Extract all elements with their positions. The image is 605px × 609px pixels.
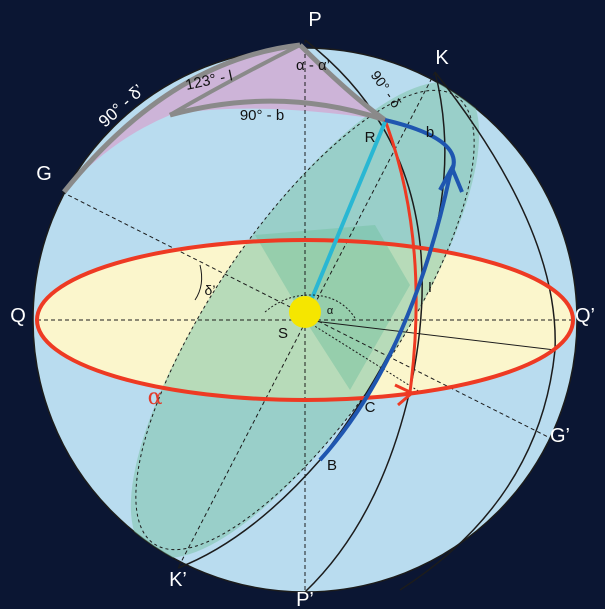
label-s: S <box>278 325 288 342</box>
arc-90-b <box>169 98 386 123</box>
label-b-arc: b <box>426 124 434 141</box>
label-b-point: B <box>327 457 337 474</box>
arc-90-delta <box>298 43 387 123</box>
label-g-prime: G’ <box>550 425 570 447</box>
radius-to-edge <box>304 319 556 351</box>
celestial-equator <box>35 238 575 402</box>
ecliptic-wedge <box>255 225 410 390</box>
alpha-angle-mark <box>264 294 356 319</box>
arc-123-l <box>168 43 301 117</box>
label-arc-alpha-diff: α - α’ <box>296 57 330 74</box>
label-k-prime: K’ <box>169 569 187 591</box>
ecliptic-axis-line <box>177 71 436 569</box>
label-arc-90-b: 90° - b <box>240 107 284 124</box>
label-alpha-small: α <box>327 305 334 317</box>
label-g: G <box>36 163 52 185</box>
polar-triangle-region <box>64 45 385 192</box>
label-delta-prime: δ’ <box>205 282 216 298</box>
blue-great-arc <box>318 118 456 462</box>
label-k: K <box>435 47 449 69</box>
hour-circle-red <box>383 119 418 393</box>
galactic-axis-line <box>61 191 561 444</box>
sun-to-r-line <box>303 121 387 316</box>
delta-prime-angle-mark <box>194 264 203 301</box>
label-p: P <box>308 9 321 31</box>
label-alpha-big: α <box>148 385 163 410</box>
ecliptic-front-circle <box>177 71 446 569</box>
label-l: I <box>428 279 432 296</box>
radius-to-c <box>304 319 421 393</box>
sun-icon <box>289 296 321 328</box>
arc-90-delta-prime <box>62 42 301 194</box>
label-p-prime: P’ <box>296 589 314 609</box>
label-q: Q <box>10 305 26 327</box>
red-arrow-head <box>394 383 415 407</box>
label-c: C <box>365 399 376 416</box>
blue-arrow-head <box>438 163 464 193</box>
label-r: R <box>365 129 376 146</box>
label-q-prime: Q’ <box>575 305 595 327</box>
